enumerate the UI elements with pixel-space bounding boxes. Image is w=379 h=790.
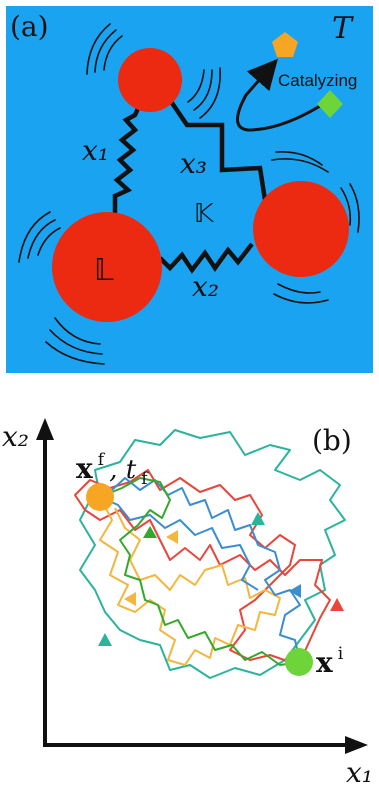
y-axis-arrowhead (36, 418, 54, 440)
trajectory-arrows (98, 512, 344, 646)
right-sphere-label: 𝕂 (194, 199, 215, 229)
catalyst-arrow (236, 58, 321, 132)
panel-a: (a) T Catalyzing x₁ x₃ 𝕂 𝕃 x₂ (6, 6, 373, 373)
right-sphere (253, 181, 349, 277)
top-sphere (118, 48, 182, 112)
diamond-substrate (317, 90, 343, 118)
initial-state-point (285, 648, 313, 676)
trajectory-green (99, 477, 301, 666)
large-sphere-label: 𝕃 (94, 253, 114, 288)
trajectory-red (74, 469, 331, 663)
final-time-symbol: , t (109, 455, 137, 485)
final-time-subscript: f (141, 469, 149, 489)
bond-x2-spring (158, 242, 254, 274)
bond-x1-spring (112, 81, 153, 215)
bond-x3-label: x₃ (180, 147, 207, 180)
arrow-yellow-1 (124, 592, 136, 606)
initial-state-superscript: i (338, 644, 344, 664)
x-axis-label: x₁ (346, 756, 373, 789)
final-state-point (86, 483, 114, 511)
panel-b: (b) x₂ x₁ x f , t f x i (2, 418, 373, 789)
arrow-red (330, 598, 344, 611)
pentagon-product (272, 32, 298, 57)
final-state-symbol: x (76, 452, 93, 485)
bond-x2-label: x₂ (192, 270, 219, 303)
vibration-arcs (18, 23, 360, 365)
arrow-teal-1 (251, 512, 265, 525)
trajectories (74, 429, 346, 679)
trajectory-yellow (99, 496, 281, 666)
y-axis-label: x₂ (2, 420, 29, 453)
large-sphere (52, 212, 162, 322)
final-state-label: x f , t f (76, 450, 149, 489)
bond-x1-label: x₁ (82, 134, 109, 167)
panel-b-label: (b) (312, 424, 352, 457)
initial-state-symbol: x (316, 646, 333, 679)
catalyzing-label: Catalyzing (278, 71, 357, 90)
axes (36, 418, 368, 754)
x-axis-arrowhead (345, 736, 368, 754)
arrow-yellow-2 (166, 530, 178, 544)
polymer-bonds (112, 81, 268, 274)
arrow-teal-2 (98, 633, 112, 646)
trajectory-blue (99, 477, 301, 663)
final-state-superscript: f (98, 450, 106, 470)
arrow-blue (289, 584, 301, 598)
bond-x3-spring (168, 98, 268, 201)
panel-a-label: (a) (10, 10, 49, 43)
temperature-label: T (332, 11, 354, 46)
arrow-green (143, 526, 157, 538)
initial-state-label: x i (316, 644, 344, 679)
